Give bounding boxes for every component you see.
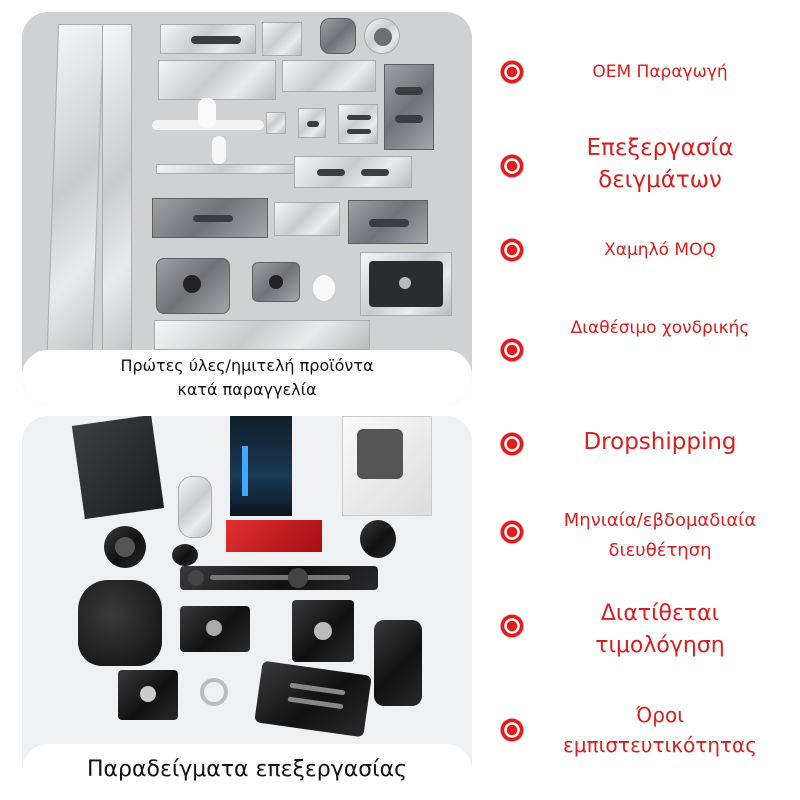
square-block <box>274 202 340 236</box>
slotted-square-plate <box>338 104 378 144</box>
processing-examples-caption: Παραδείγματα επεξεργασίας <box>22 744 472 796</box>
extrusion-bar <box>282 60 376 92</box>
mounting-plate <box>348 200 428 244</box>
product-box <box>71 416 165 520</box>
feature-label: OEM Παραγωγή <box>592 62 728 82</box>
red-clamp-block <box>226 520 322 552</box>
plastic-knob <box>198 98 216 128</box>
plastic-ring <box>312 274 336 302</box>
plastic-peg <box>212 136 226 164</box>
raw-materials-photo: Πρώτες ύλες/ημιτελή προϊόντα κατά παραγγ… <box>22 12 472 404</box>
feature-label: Χαμηλό MOQ <box>604 240 716 260</box>
storage-pouch <box>78 580 162 666</box>
feature-label: Διατίθεται τιμολόγηση <box>595 601 725 658</box>
feature-label: Όροι εμπιστευτικότητας <box>563 703 757 757</box>
slotted-bar <box>160 24 256 54</box>
target-dot-icon <box>500 60 524 84</box>
product-box-white <box>342 416 432 516</box>
feature-item: Διατίθεται τιμολόγηση <box>490 598 790 658</box>
rubber-plate <box>360 252 452 316</box>
processing-examples-photo: Παραδείγματα επεξεργασίας <box>22 416 472 796</box>
raw-materials-caption: Πρώτες ύλες/ημιτελή προϊόντα κατά παραγγ… <box>22 350 472 404</box>
target-dot-icon <box>500 614 524 638</box>
feature-label: Dropshipping <box>583 429 737 455</box>
camera-plate <box>118 670 178 720</box>
feature-item: Διαθέσιμο χονδρικής <box>490 314 790 374</box>
feature-label: Διαθέσιμο χονδρικής <box>570 318 750 338</box>
feature-item: Χαμηλό MOQ <box>490 222 790 282</box>
flat-extrusion <box>154 320 370 350</box>
slotted-camera-bar <box>180 566 378 590</box>
arca-clamp <box>292 600 354 662</box>
metal-block <box>262 22 302 56</box>
metal-cylinder <box>364 18 400 54</box>
feature-item: Επεξεργασία δειγμάτων <box>490 132 790 193</box>
target-dot-icon <box>500 238 524 262</box>
feature-item: Όροι εμπιστευτικότητας <box>490 700 790 760</box>
quick-release-plate <box>384 64 434 150</box>
d-ring-screw <box>200 678 228 706</box>
feature-item: Μηνιαία/εβδομαδιαία διευθέτηση <box>490 506 790 566</box>
ball-head-small <box>172 544 198 566</box>
raw-materials-caption-line1: Πρώτες ύλες/ημιτελή προϊόντα <box>120 356 374 375</box>
aluminum-rail-long <box>45 24 105 374</box>
ball-head <box>360 520 396 558</box>
aluminum-cylinder <box>178 476 212 538</box>
target-dot-icon <box>500 432 524 456</box>
feature-label: Επεξεργασία δειγμάτων <box>586 135 734 193</box>
raw-materials-caption-line2: κατά παραγγελία <box>177 380 317 399</box>
feature-item: OEM Παραγωγή <box>490 42 790 102</box>
cast-plate <box>152 198 268 238</box>
clamp-body <box>156 258 230 314</box>
target-dot-icon <box>500 154 524 178</box>
clamp-part <box>320 18 356 54</box>
screw-plate <box>298 108 326 138</box>
target-dot-icon <box>500 718 524 742</box>
extrusion-block <box>158 60 276 100</box>
feature-item: Dropshipping <box>490 414 790 474</box>
product-box-tall <box>230 416 292 516</box>
angled-mount-plate <box>254 660 372 738</box>
target-dot-icon <box>500 338 524 362</box>
aluminum-rail <box>102 24 132 374</box>
target-dot-icon <box>500 520 524 544</box>
flat-bar <box>156 164 306 174</box>
small-bracket <box>266 112 286 134</box>
clamp-jaw <box>252 262 300 302</box>
quick-release-clamp <box>180 606 250 652</box>
feature-label: Μηνιαία/εβδομαδιαία διευθέτηση <box>563 510 757 561</box>
lens-adapter <box>104 526 146 568</box>
slotted-rail <box>294 156 412 188</box>
phone-holder <box>374 620 422 706</box>
